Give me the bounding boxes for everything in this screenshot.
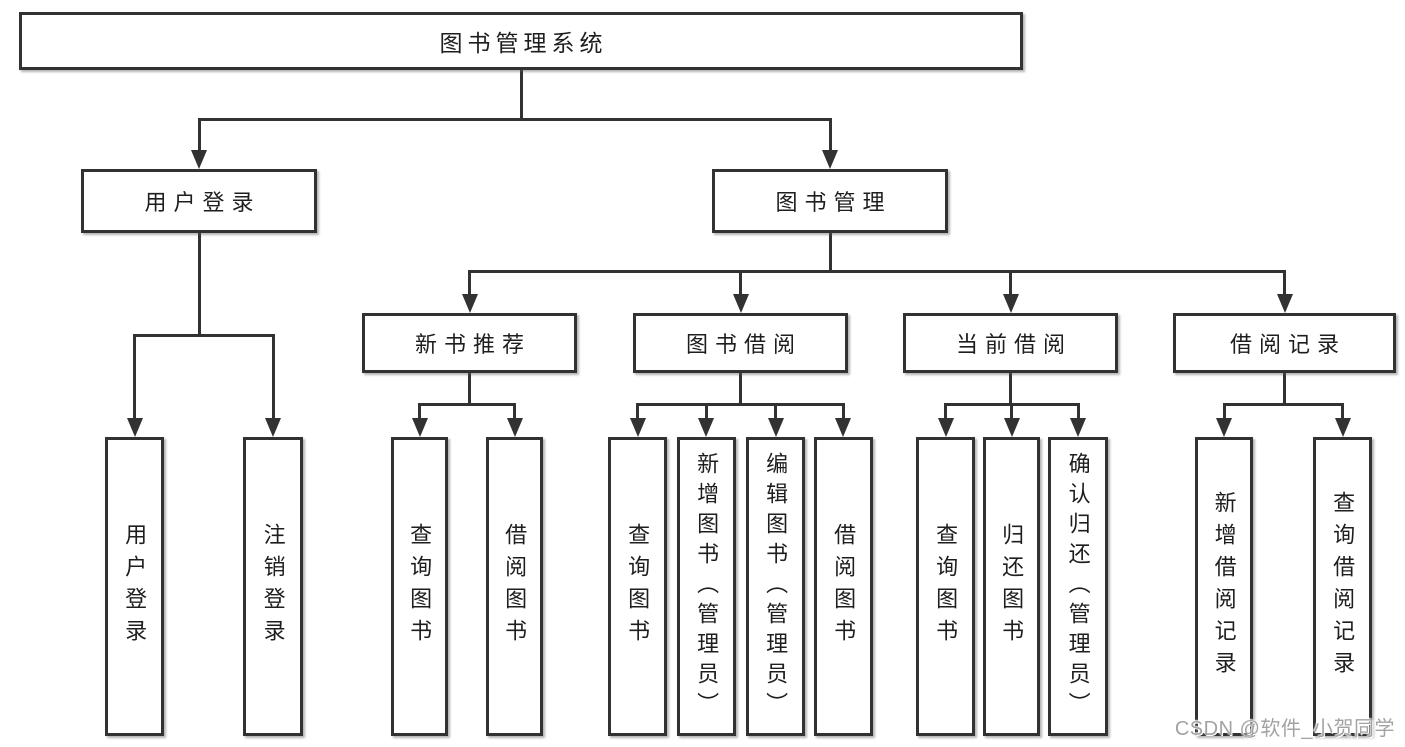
connector-recommendation-bar bbox=[418, 403, 516, 406]
leaf-borrowing-query-books-label: 查询图书 bbox=[625, 522, 651, 651]
node-new-book-recommendation: 新书推荐 bbox=[362, 313, 577, 373]
arrowhead-new-book-recommendation bbox=[461, 294, 478, 313]
connector-drop-new-book-recommendation bbox=[468, 270, 471, 296]
arrowhead-book-management bbox=[822, 150, 838, 169]
leaf-user-login: 用户登录 bbox=[105, 437, 164, 736]
connector-records-bar bbox=[1222, 403, 1344, 406]
arrowhead-cur-confirm bbox=[1070, 418, 1086, 437]
connector-drop-cur-confirm bbox=[1076, 403, 1080, 420]
connector-level2-bar bbox=[197, 118, 832, 121]
arrowhead-borrowing-records bbox=[1276, 294, 1293, 313]
arrowhead-rec-query bbox=[411, 418, 428, 437]
leaf-records-query-borrow-record-label: 查询借阅记录 bbox=[1330, 490, 1356, 683]
connector-drop-book-borrowing bbox=[739, 270, 742, 296]
leaf-borrowing-query-books: 查询图书 bbox=[608, 437, 667, 736]
arrowhead-cur-query bbox=[937, 418, 954, 437]
csdn-watermark: CSDN @软件_小贺同学 bbox=[1174, 718, 1395, 740]
node-book-borrowing: 图书借阅 bbox=[633, 313, 848, 373]
connector-recommendation-stem bbox=[468, 373, 471, 405]
connector-drop-rec-query bbox=[418, 403, 421, 420]
arrowhead-leaf-logout bbox=[265, 418, 281, 437]
arrowhead-bor-edit bbox=[767, 418, 784, 437]
leaf-borrowing-borrow-books: 借阅图书 bbox=[814, 437, 873, 736]
connector-level3-bar bbox=[468, 270, 1286, 273]
arrowhead-leaf-user-login bbox=[126, 418, 143, 437]
leaf-current-return-books: 归还图书 bbox=[983, 437, 1040, 736]
arrowhead-bor-query bbox=[629, 418, 646, 437]
connector-records-stem bbox=[1283, 373, 1286, 405]
arrowhead-bor-add bbox=[698, 418, 714, 437]
connector-drop-bor-borrow bbox=[841, 403, 845, 420]
connector-user-login-stem bbox=[197, 233, 201, 336]
leaf-borrowing-borrow-books-label: 借阅图书 bbox=[831, 522, 857, 651]
arrowhead-bor-borrow bbox=[835, 418, 851, 437]
leaf-current-query-books-label: 查询图书 bbox=[933, 522, 959, 651]
connector-user-login-bar bbox=[133, 334, 275, 337]
leaf-borrowing-edit-books-admin-label: 编辑图书（管理员） bbox=[763, 451, 789, 722]
connector-drop-bor-edit bbox=[774, 403, 777, 420]
connector-drop-cur-query bbox=[944, 403, 947, 420]
arrowhead-rec-borrow bbox=[506, 418, 523, 437]
leaf-current-query-books: 查询图书 bbox=[916, 437, 975, 736]
leaf-recommendation-borrow-books-label: 借阅图书 bbox=[502, 522, 528, 651]
leaf-borrowing-edit-books-admin: 编辑图书（管理员） bbox=[746, 437, 805, 736]
arrowhead-user-login bbox=[191, 150, 207, 169]
leaf-borrowing-add-books-admin: 新增图书（管理员） bbox=[677, 437, 736, 736]
leaf-recommendation-query-books: 查询图书 bbox=[391, 437, 448, 736]
connector-borrowing-bar bbox=[636, 403, 845, 406]
leaf-current-confirm-return-admin: 确认归还（管理员） bbox=[1048, 437, 1108, 736]
connector-drop-cur-return bbox=[1010, 403, 1013, 420]
leaf-current-return-books-label: 归还图书 bbox=[999, 522, 1025, 651]
leaf-user-login-label: 用户登录 bbox=[122, 522, 148, 651]
node-user-login: 用户登录 bbox=[81, 169, 317, 233]
arrowhead-book-borrowing bbox=[732, 294, 749, 313]
leaf-recommendation-borrow-books: 借阅图书 bbox=[486, 437, 543, 736]
connector-current-stem bbox=[1009, 373, 1012, 405]
connector-drop-recrd-add bbox=[1222, 403, 1226, 420]
leaf-records-query-borrow-record: 查询借阅记录 bbox=[1313, 437, 1372, 736]
leaf-logout: 注销登录 bbox=[243, 437, 303, 736]
connector-drop-rec-borrow bbox=[513, 403, 516, 420]
arrowhead-current-borrowing bbox=[1002, 294, 1019, 313]
connector-drop-recrd-query bbox=[1341, 403, 1344, 420]
connector-borrowing-stem bbox=[739, 373, 742, 405]
connector-drop-current-borrowing bbox=[1009, 270, 1012, 296]
connector-drop-book-management bbox=[828, 118, 832, 152]
connector-drop-leaf-logout bbox=[271, 334, 275, 420]
connector-drop-bor-query bbox=[636, 403, 639, 420]
connector-root-stem bbox=[519, 70, 523, 120]
leaf-current-confirm-return-admin-label: 确认归还（管理员） bbox=[1065, 451, 1091, 722]
node-library-management-system: 图书管理系统 bbox=[19, 12, 1023, 70]
connector-drop-leaf-user-login bbox=[133, 334, 136, 420]
leaf-borrowing-add-books-admin-label: 新增图书（管理员） bbox=[694, 451, 720, 722]
node-current-borrowing: 当前借阅 bbox=[903, 313, 1118, 373]
leaf-records-add-borrow-record-label: 新增借阅记录 bbox=[1211, 490, 1237, 683]
arrowhead-recrd-query bbox=[1334, 418, 1351, 437]
node-book-management: 图书管理 bbox=[712, 169, 948, 233]
node-borrowing-records: 借阅记录 bbox=[1173, 313, 1396, 373]
leaf-logout-label: 注销登录 bbox=[260, 522, 286, 651]
connector-book-management-stem bbox=[828, 233, 832, 272]
arrowhead-cur-return bbox=[1003, 418, 1020, 437]
connector-drop-borrowing-records bbox=[1283, 270, 1286, 296]
leaf-records-add-borrow-record: 新增借阅记录 bbox=[1195, 437, 1253, 736]
connector-drop-user-login bbox=[197, 118, 201, 152]
leaf-recommendation-query-books-label: 查询图书 bbox=[407, 522, 433, 651]
connector-drop-bor-add bbox=[704, 403, 708, 420]
arrowhead-recrd-add bbox=[1216, 418, 1232, 437]
